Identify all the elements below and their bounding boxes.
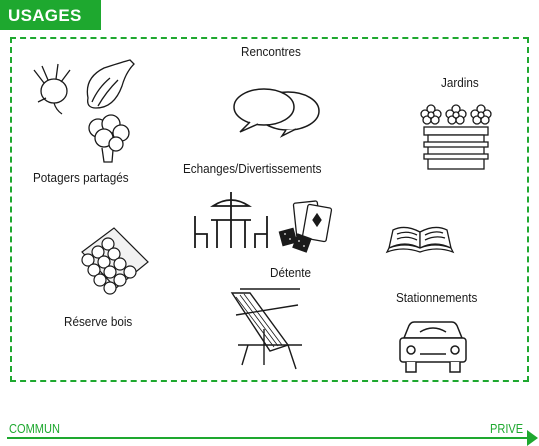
label-stationnements: Stationnements	[396, 290, 478, 305]
arrow-head-icon	[527, 430, 538, 446]
open-book-icon	[385, 226, 455, 254]
axis-label-prive: PRIVE	[490, 421, 524, 436]
axis-arrow-line	[7, 437, 530, 439]
speech-bubbles-icon	[233, 88, 320, 138]
deck-chair-icon	[230, 288, 302, 370]
car-icon	[399, 321, 467, 373]
picnic-table-icon	[194, 192, 268, 248]
dice-cards-icon	[278, 200, 333, 253]
label-reserve: Réserve bois	[64, 314, 133, 329]
section-header: USAGES	[0, 0, 101, 30]
vegetables-icon	[33, 59, 135, 163]
label-rencontres: Rencontres	[241, 44, 301, 59]
label-jardins: Jardins	[441, 75, 479, 90]
usages-frame	[10, 37, 529, 382]
log-pile-icon	[81, 227, 149, 295]
section-title: USAGES	[8, 6, 82, 25]
label-potagers: Potagers partagés	[33, 170, 129, 185]
label-detente: Détente	[270, 265, 311, 280]
axis-label-commun: COMMUN	[9, 421, 60, 436]
flower-box-icon	[420, 104, 492, 170]
label-echanges: Echanges/Divertissements	[183, 161, 322, 176]
